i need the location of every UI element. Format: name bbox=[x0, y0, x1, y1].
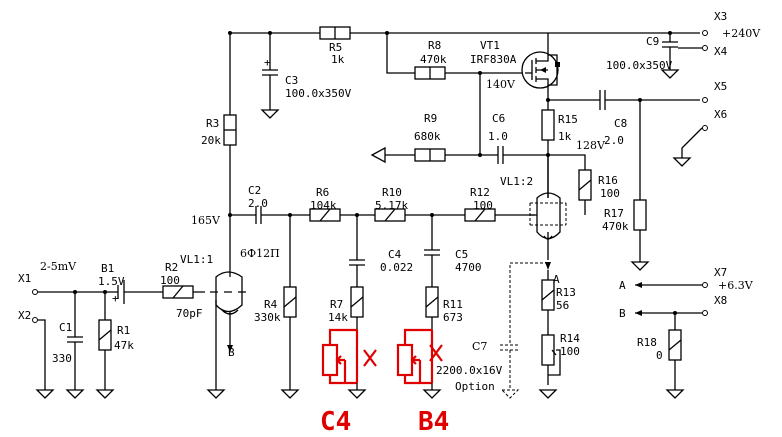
label-r10v: 5.17k bbox=[375, 199, 408, 212]
label-c6v: 1.0 bbox=[488, 130, 508, 143]
label-x7: X7 bbox=[714, 266, 727, 279]
label-r15v: 1k bbox=[558, 130, 572, 143]
label-v240: +240V bbox=[722, 27, 761, 40]
label-vl11: VL1:1 bbox=[180, 253, 213, 266]
label-c9v: 100.0x350V bbox=[606, 59, 673, 72]
r14-body bbox=[541, 334, 555, 366]
handwritten-b4: B4 bbox=[418, 407, 449, 437]
label-x6: X6 bbox=[714, 108, 727, 121]
red-pot-c4 bbox=[321, 328, 377, 385]
label-x8: X8 bbox=[714, 294, 727, 307]
label-c3: C3 bbox=[285, 74, 298, 87]
label-c9: C9 bbox=[646, 35, 659, 48]
vl1-1-tube bbox=[206, 215, 243, 399]
label-r4: R4 bbox=[264, 298, 278, 311]
label-r4v: 330k bbox=[254, 311, 281, 324]
label-c8: C8 bbox=[614, 117, 627, 130]
label-r2: R2 bbox=[165, 261, 178, 274]
label-70pf: 70pF bbox=[176, 307, 203, 320]
label-r3: R3 bbox=[206, 117, 219, 130]
label-r10: R10 bbox=[382, 186, 402, 199]
r17-body bbox=[633, 199, 647, 231]
label-vt1: VT1 bbox=[480, 39, 500, 52]
label-c7: C7 bbox=[472, 340, 487, 353]
label-x4: X4 bbox=[714, 45, 728, 58]
label-r16v: 100 bbox=[600, 187, 620, 200]
label-r11v: 673 bbox=[443, 311, 463, 324]
label-tube: 6Ф12П bbox=[240, 247, 280, 260]
label-r9: R9 bbox=[424, 112, 437, 125]
label-r17: R17 bbox=[604, 207, 624, 220]
label-r16: R16 bbox=[598, 174, 618, 187]
label-r1v: 47k bbox=[114, 339, 134, 352]
label-v140: 140V bbox=[486, 78, 516, 91]
pin-a: A bbox=[619, 279, 626, 292]
label-r5: R5 bbox=[329, 41, 342, 54]
label-c1v: 330 bbox=[52, 352, 72, 365]
label-c1: C1 bbox=[59, 321, 72, 334]
label-r14: R14 bbox=[560, 332, 580, 345]
r15-body bbox=[541, 109, 555, 141]
handwritten-c4: C4 bbox=[320, 407, 351, 437]
label-v63: +6.3V bbox=[718, 279, 754, 292]
label-r6v: 104k bbox=[310, 199, 337, 212]
label-r17v: 470k bbox=[602, 220, 629, 233]
label-r9v: 680k bbox=[414, 130, 441, 143]
label-x3: X3 bbox=[714, 10, 727, 23]
label-2-5mv: 2-5mV bbox=[40, 260, 77, 273]
label-b1v: 1.5V bbox=[98, 275, 125, 288]
label-r18: R18 bbox=[637, 336, 657, 349]
label-c7v: 2200.0x16V bbox=[436, 364, 503, 377]
label-c8v: 2.0 bbox=[604, 134, 624, 147]
label-vl12: VL1:2 bbox=[500, 175, 533, 188]
label-r11: R11 bbox=[443, 298, 463, 311]
label-c5v: 4700 bbox=[455, 261, 482, 274]
label-r6: R6 bbox=[316, 186, 329, 199]
label-r5v: 1k bbox=[331, 53, 345, 66]
label-r7v: 14k bbox=[328, 311, 348, 324]
label-r13v: 56 bbox=[556, 299, 569, 312]
label-r8v: 470k bbox=[420, 53, 447, 66]
label-v128: 128V bbox=[576, 139, 606, 152]
label-r14v: 100 bbox=[560, 345, 580, 358]
label-b1: B1 bbox=[101, 262, 114, 275]
label-c3v: 100.0x350V bbox=[285, 87, 352, 100]
label-x5: X5 bbox=[714, 80, 727, 93]
label-r1: R1 bbox=[117, 324, 130, 337]
label-c4: C4 bbox=[388, 248, 402, 261]
label-c2v: 2.0 bbox=[248, 197, 268, 210]
label-r15: R15 bbox=[558, 113, 578, 126]
label-x2: X2 bbox=[18, 309, 31, 322]
label-r8: R8 bbox=[428, 39, 441, 52]
label-r2v: 100 bbox=[160, 274, 180, 287]
label-c6: C6 bbox=[492, 112, 505, 125]
svg-text:+: + bbox=[112, 292, 119, 305]
label-option: Option bbox=[455, 380, 495, 393]
label-v165: 165V bbox=[191, 214, 221, 227]
svg-text:+: + bbox=[264, 56, 271, 69]
label-c2: C2 bbox=[248, 184, 261, 197]
pin-a2: A bbox=[553, 273, 560, 286]
label-c4v: 0.022 bbox=[380, 261, 413, 274]
pin-b: B bbox=[619, 307, 626, 320]
label-r18v: 0 bbox=[656, 349, 663, 362]
label-vt1v: IRF830A bbox=[470, 53, 517, 66]
pin-b3: B bbox=[228, 346, 235, 359]
label-r12v: 100 bbox=[473, 199, 493, 212]
label-r3v: 20k bbox=[201, 134, 221, 147]
vl1-2-tube bbox=[529, 155, 567, 260]
label-r12: R12 bbox=[470, 186, 490, 199]
label-x1: X1 bbox=[18, 272, 31, 285]
label-r7: R7 bbox=[330, 298, 343, 311]
label-c5: C5 bbox=[455, 248, 468, 261]
red-pot-b4 bbox=[396, 328, 443, 385]
label-r13: R13 bbox=[556, 286, 576, 299]
